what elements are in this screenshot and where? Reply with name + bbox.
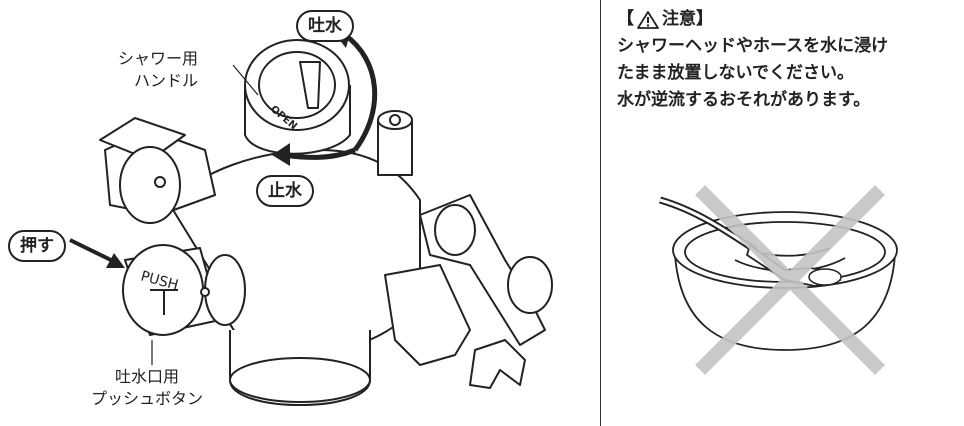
- warning-triangle-icon: [637, 10, 659, 29]
- rotate-arrowhead-bottom-icon: [272, 143, 290, 166]
- left-screw: [154, 176, 166, 188]
- push-button-ring: [204, 254, 246, 326]
- side-valve-slot: [389, 114, 401, 126]
- shower-holder: [384, 264, 471, 366]
- leader-shower-handle: [232, 64, 259, 96]
- left-lever-hub: [119, 146, 181, 224]
- caution-bracket-open: 【: [617, 9, 634, 29]
- spout-button-label-line2: プッシュボタン: [90, 389, 203, 408]
- shower-handle-label: シャワー用 ハンドル: [118, 48, 198, 92]
- section-divider: [600, 0, 601, 426]
- shower-head-face: [808, 268, 842, 286]
- spout-badge: 吐水: [296, 10, 354, 42]
- cross-mark-icon: [695, 185, 885, 375]
- right-bracket-hub: [434, 204, 476, 256]
- caution-bracket-close: 】: [696, 9, 713, 29]
- shower-handle-label-line2: ハンドル: [134, 71, 199, 90]
- faucet-spout-rim: [229, 357, 371, 403]
- caution-title: 【 注意 】: [617, 6, 962, 33]
- rotate-arrow-icon: [343, 32, 378, 152]
- shower-handle-label-line1: シャワー用: [118, 49, 199, 68]
- caution-line-3: 水が逆流するおそれがあります。: [617, 90, 871, 110]
- spout-button-label: 吐水口用 プッシュボタン: [72, 366, 222, 410]
- prohibited-basin-illustration: [659, 185, 898, 375]
- caution-notice: 【 注意 】 シャワーヘッドやホースを水に浸け たまま放置しないでください。 水…: [617, 6, 962, 114]
- stop-badge: 止水: [256, 175, 314, 207]
- spout-button-label-line1: 吐水口用: [114, 367, 179, 386]
- right-knob: [507, 256, 553, 314]
- caution-line-2: たまま放置しないでください。: [617, 63, 854, 83]
- push-screw: [200, 287, 210, 297]
- push-symbol: [150, 289, 178, 315]
- faucet-illustration: OPEN PUSH: [69, 26, 553, 406]
- shower-handle-pointer: [299, 61, 321, 109]
- caution-title-text: 注意: [662, 9, 696, 29]
- holder-hook: [469, 339, 526, 389]
- caution-line-1: シャワーヘッドやホースを水に浸け: [617, 36, 889, 56]
- press-badge: 押す: [8, 230, 66, 262]
- push-arrow-shaft: [69, 238, 116, 264]
- push-arrow-icon: [106, 253, 125, 268]
